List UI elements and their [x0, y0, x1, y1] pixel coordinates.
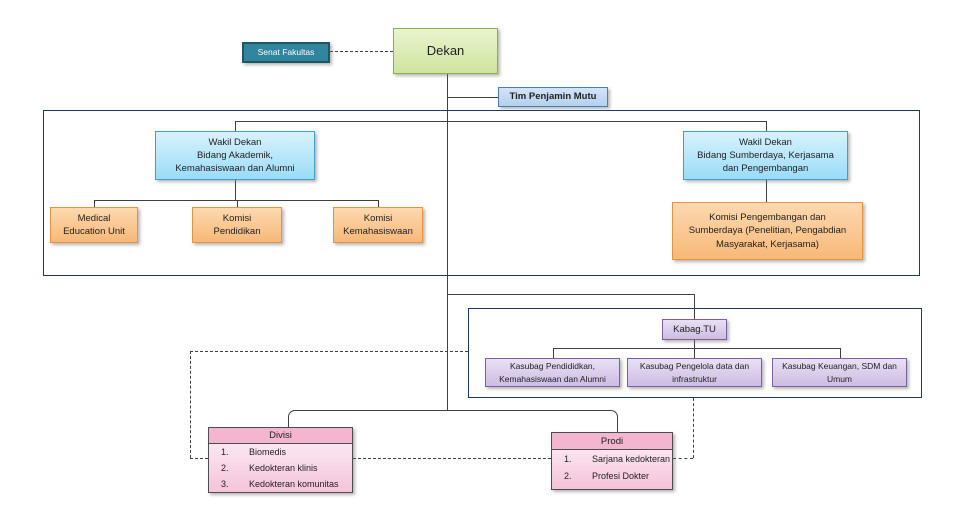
connector-kasubag2-stub	[694, 348, 695, 358]
connector-meu-stub	[94, 200, 95, 207]
node-wakil-dekan-akademik: Wakil Dekan Bidang Akademik, Kemahasiswa…	[155, 131, 315, 180]
node-kasubag-pendidikan: Kasubag Pendididkan, Kemahasiswaan dan A…	[485, 358, 620, 387]
connector-kabag-vertical	[694, 294, 695, 319]
connector-tim-penjamin	[447, 97, 498, 98]
list-item-number: 1.	[221, 447, 229, 457]
dashed-to-divisi	[190, 458, 208, 459]
list-item-text: Sarjana kedokteran	[592, 453, 671, 464]
akademik-group-frame	[43, 110, 920, 276]
prodi-title: Prodi	[552, 433, 672, 450]
list-item-text: Kedokteran komunitas	[249, 479, 339, 489]
list-item-text: Biomedis	[249, 447, 287, 457]
connector-prodi-leg	[617, 426, 618, 432]
connector-divisi-prodi-bracket	[288, 410, 618, 427]
connector-senat-dekan	[330, 51, 393, 52]
list-item: 1. Sarjana kedokteran	[552, 450, 672, 467]
connector-akademik-stem	[235, 180, 236, 200]
list-item: 2. Profesi Dokter	[552, 467, 672, 484]
list-item: 3. Kedokteran komunitas	[209, 476, 352, 492]
list-item: 2. Kedokteran klinis	[209, 460, 352, 476]
dashed-top-horizontal	[190, 351, 468, 352]
list-item-number: 2.	[221, 463, 229, 473]
node-kasubag-keuangan: Kasubag Keuangan, SDM dan Umum	[772, 358, 907, 387]
connector-kasubag-comb	[553, 348, 840, 349]
node-medical-education-unit: Medical Education Unit	[50, 207, 138, 243]
connector-dekan-trunk	[447, 74, 448, 411]
node-dekan: Dekan	[393, 28, 498, 74]
dashed-divisi-prodi	[353, 458, 551, 459]
node-prodi: Prodi 1. Sarjana kedokteran 2. Profesi D…	[551, 432, 673, 490]
connector-pendidikan-stub	[237, 200, 238, 207]
connector-kabag-horizontal	[447, 294, 694, 295]
list-item-number: 2.	[564, 470, 572, 481]
list-item-number: 1.	[564, 453, 572, 464]
node-komisi-pengembangan: Komisi Pengembangan dan Sumberdaya (Pene…	[672, 202, 863, 260]
list-item-number: 3.	[221, 479, 229, 489]
node-senat-fakultas: Senat Fakultas	[242, 42, 330, 63]
node-kasubag-pengelola-data: Kasubag Pengelola data dan infrastruktur	[627, 358, 762, 387]
node-kabag-tu: Kabag.TU	[662, 319, 727, 340]
connector-kasubag3-stub	[840, 348, 841, 358]
node-komisi-pendidikan: Komisi Pendidikan	[192, 207, 282, 243]
connector-akademik-comb	[94, 200, 378, 201]
node-komisi-kemahasiswaan: Komisi Kemahasiswaan	[333, 207, 423, 243]
connector-sumberdaya-stem	[766, 180, 767, 202]
dashed-left-vertical	[190, 351, 191, 458]
divisi-title: Divisi	[209, 428, 352, 444]
list-item: 1. Biomedis	[209, 444, 352, 460]
node-tim-penjamin-mutu: Tim Penjamin Mutu	[498, 87, 608, 107]
connector-kasubag1-stub	[553, 348, 554, 358]
connector-wakil-crossbar	[235, 121, 766, 122]
node-wakil-dekan-sumberdaya: Wakil Dekan Bidang Sumberdaya, Kerjasama…	[683, 131, 848, 180]
connector-wakil-left-stub	[235, 121, 236, 131]
tata-usaha-group-frame	[468, 308, 922, 398]
connector-kemahasiswaan-stub	[378, 200, 379, 207]
list-item-text: Profesi Dokter	[592, 470, 650, 481]
dashed-from-prodi	[673, 458, 693, 459]
list-item-text: Kedokteran klinis	[249, 463, 318, 473]
connector-wakil-right-stub	[766, 121, 767, 131]
connector-kasubag-stem	[694, 340, 695, 348]
dashed-right-vertical	[693, 398, 694, 458]
node-divisi: Divisi 1. Biomedis 2. Kedokteran klinis …	[208, 427, 353, 493]
